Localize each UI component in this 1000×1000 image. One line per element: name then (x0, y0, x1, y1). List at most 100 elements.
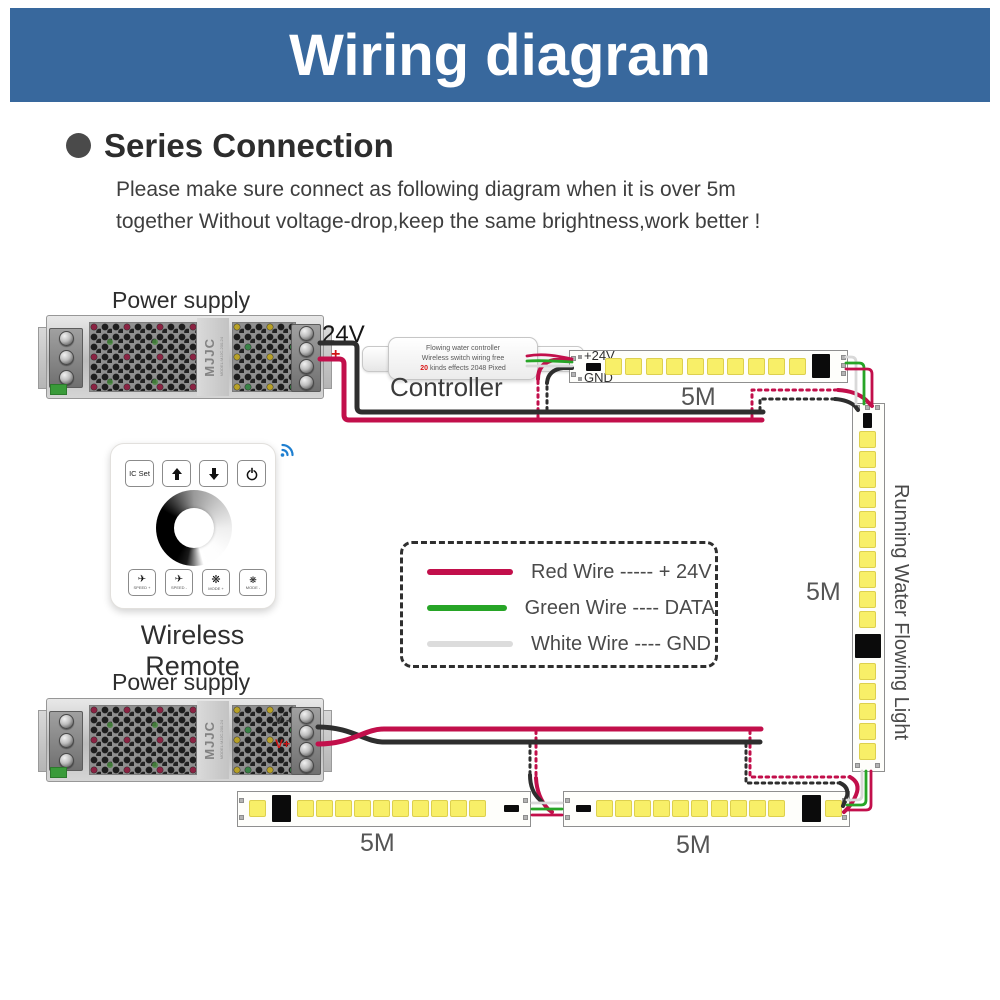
section-description: Please make sure connect as following di… (116, 174, 906, 238)
power-button (237, 460, 266, 487)
led-column (859, 663, 876, 760)
psu-vent-grid (89, 705, 197, 775)
pcb-edge (50, 384, 67, 395)
ic-set-button: IC Set (125, 460, 154, 487)
strip-start-chip (863, 413, 872, 428)
white-wire-swatch (427, 641, 513, 647)
dotted-red-wire (750, 388, 840, 420)
description-line-1: Please make sure connect as following di… (116, 178, 736, 201)
led (430, 800, 448, 817)
bullet-icon (66, 133, 91, 158)
led (468, 800, 486, 817)
black-power-wire (315, 724, 763, 745)
led (859, 471, 876, 488)
psu-brand: MJJC (202, 337, 217, 377)
v-minus-label: V - (274, 713, 290, 727)
red-signal-wire (845, 769, 873, 812)
solder-pad (239, 798, 244, 803)
psu-output-terminal (291, 707, 321, 775)
description-line-2: together Without voltage-drop,keep the s… (116, 210, 761, 233)
led (672, 800, 690, 817)
dotted-red-wire (748, 729, 852, 779)
solder-pad (865, 405, 870, 410)
led (297, 800, 314, 817)
led (859, 491, 876, 508)
green-wire-legend-text: Green Wire ---- DATA (524, 596, 715, 619)
led (788, 357, 806, 375)
led (859, 451, 876, 468)
legend-row-white: White Wire ---- GND (427, 631, 715, 657)
led-strip-bottom-middle (563, 791, 850, 827)
red-signal-wire (844, 367, 874, 406)
terminal-screw (298, 708, 314, 724)
rocket-icon: ✈ (174, 574, 184, 585)
led (748, 800, 766, 817)
red-power-wire (315, 726, 764, 747)
strip-ic-chip (812, 354, 830, 378)
red-wire-legend-text: Red Wire ----- + 24V (531, 560, 712, 583)
solder-pad (841, 363, 846, 368)
psu-vent-grid (232, 322, 296, 392)
v-plus-label: V+ (274, 737, 290, 751)
solder-pad (855, 405, 860, 410)
wireless-remote-label: Wireless Remote (140, 620, 245, 681)
terminal-screw (58, 331, 74, 347)
psu-brand: MJJC (202, 720, 217, 760)
led-strip-top: +24V GND (569, 349, 848, 384)
led (645, 357, 663, 375)
led (859, 551, 876, 568)
led (859, 591, 876, 608)
led (859, 571, 876, 588)
green-wire-swatch (427, 605, 507, 611)
solder-pad (523, 815, 528, 820)
led (449, 800, 467, 817)
led (768, 357, 786, 375)
led-column (859, 431, 876, 628)
speed-plus-button: ✈ SPEED + (128, 569, 156, 596)
terminal-screw (58, 714, 74, 730)
led (859, 703, 876, 720)
led (411, 800, 429, 817)
controller-text-line1: Flowing water controller (426, 345, 500, 352)
solder-pad (565, 798, 570, 803)
led-row (825, 800, 842, 817)
strip-vertical-length-label: 5M (806, 578, 841, 606)
led (825, 800, 842, 817)
mode-minus-label: MODE - (245, 584, 261, 590)
strip-ic-chip (272, 795, 291, 822)
psu-input-terminal (49, 711, 83, 771)
led (392, 800, 410, 817)
fan-icon: ❋ (211, 573, 221, 586)
wireless-remote-panel: IC Set ✈ SPEED + ✈ SPEED - (110, 443, 276, 609)
strip-bottom-middle-length-label: 5M (676, 831, 711, 859)
led (859, 511, 876, 528)
controller-label: Controller (390, 372, 503, 402)
led-row (297, 800, 486, 817)
led-row (596, 800, 785, 817)
led (686, 357, 704, 375)
terminal-screw (58, 752, 74, 768)
solder-pad (571, 356, 576, 361)
strip-ic-chip (854, 634, 881, 658)
psu-body: MJJC MODEL:MJJC-200-24 (46, 315, 324, 399)
voltage-24v-label: 24V (322, 321, 365, 348)
plus-terminal-label: + (331, 346, 341, 363)
led (666, 357, 684, 375)
power-supply-bottom-label: Power supply (112, 669, 251, 695)
led (596, 800, 613, 817)
speed-minus-label: SPEED - (170, 585, 187, 590)
red-injection-curve (534, 776, 554, 814)
led-row (605, 357, 806, 375)
led (615, 800, 633, 817)
psu-label-band: MJJC MODEL:MJJC-200-24 (197, 318, 229, 396)
dotted-black-wire (758, 397, 837, 412)
brightness-down-button (199, 460, 228, 487)
terminal-screw (298, 358, 314, 374)
arrow-down-icon (208, 467, 219, 480)
led (859, 683, 876, 700)
red-wire-swatch (427, 569, 513, 575)
ic-set-label: IC Set (129, 469, 150, 478)
solder-pad (239, 815, 244, 820)
power-icon (246, 467, 257, 480)
